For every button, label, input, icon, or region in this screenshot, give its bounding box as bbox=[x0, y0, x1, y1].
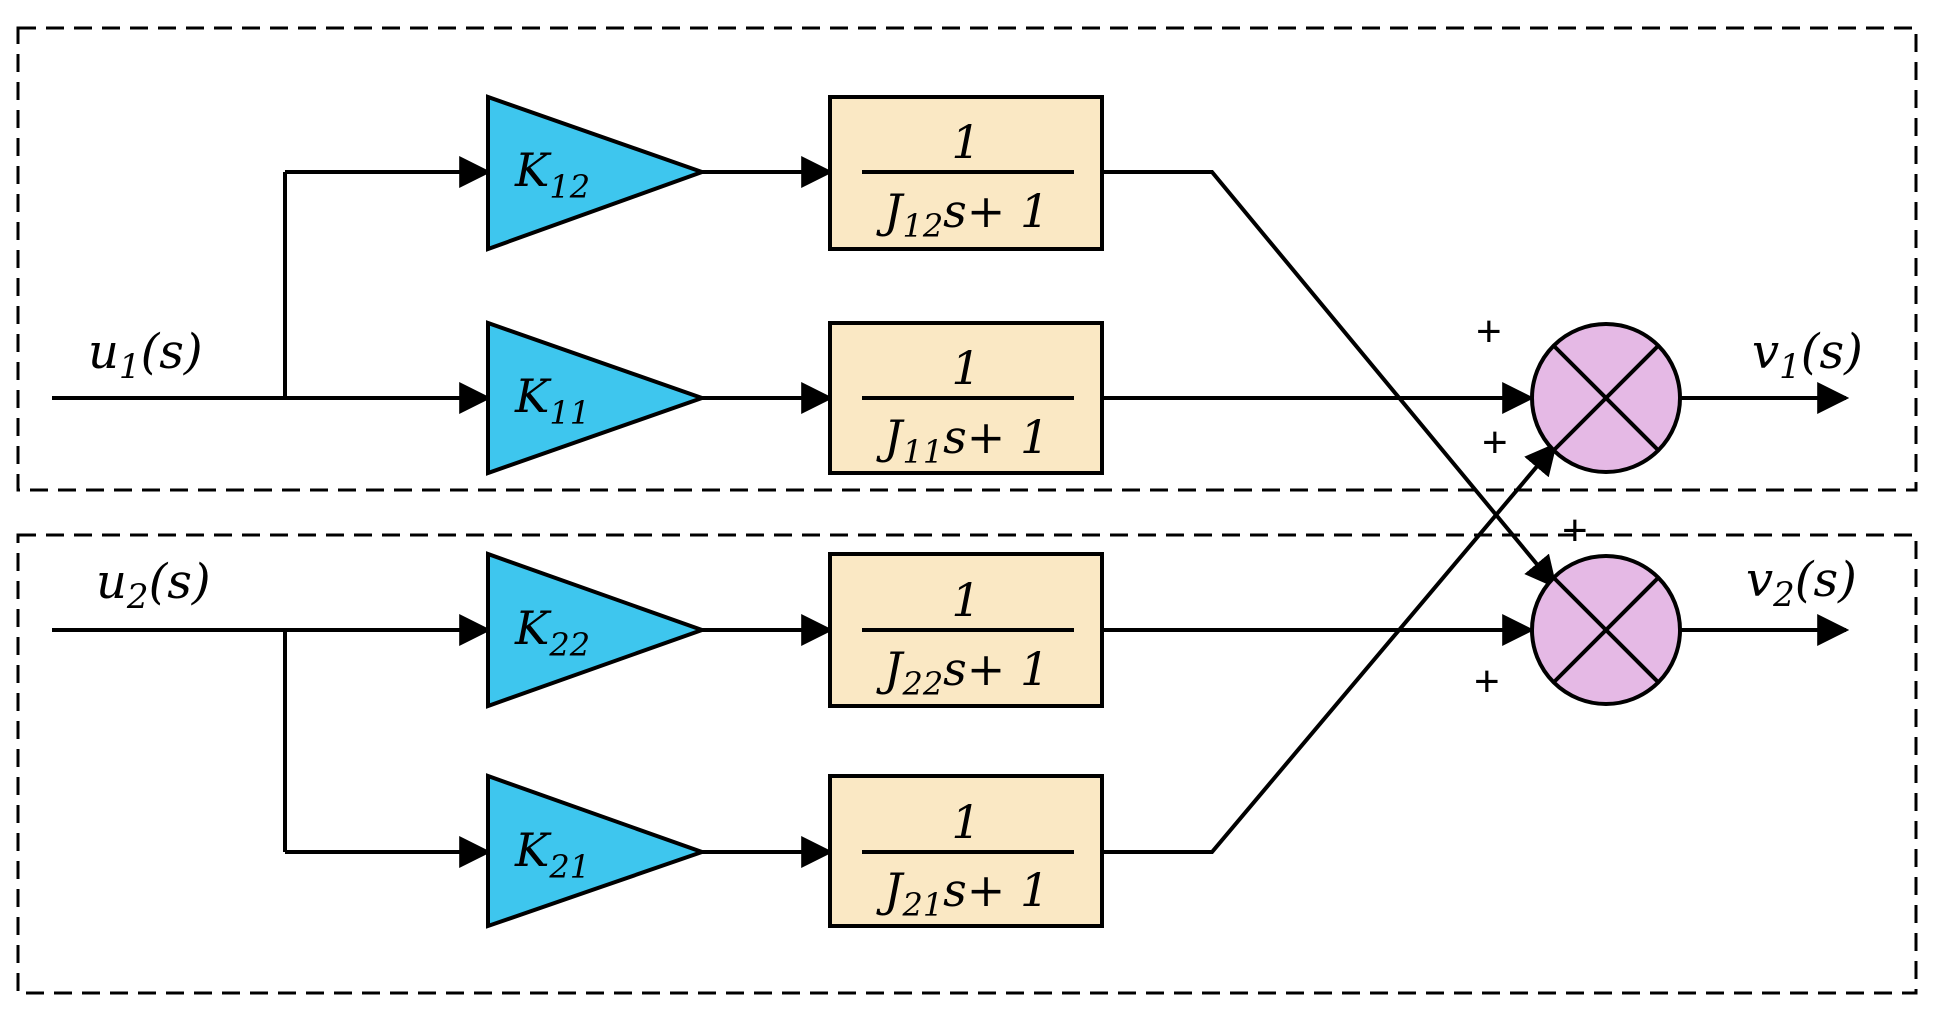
gain-triangle bbox=[486, 773, 709, 929]
gain-label: K22 bbox=[514, 601, 590, 664]
plus-sign: + bbox=[1476, 307, 1502, 356]
sum-cross-line bbox=[1552, 344, 1660, 452]
tf12-to-sum2-line bbox=[1102, 170, 1558, 589]
gain-triangle bbox=[486, 320, 709, 476]
tf-denominator: J11s+ 1 bbox=[876, 410, 1049, 471]
summing-junction-2: + + bbox=[1474, 506, 1682, 706]
gain-k11: K11 bbox=[486, 320, 709, 476]
subsystem-1-frame bbox=[16, 26, 1918, 492]
gain-k22: K22 bbox=[486, 551, 708, 709]
transfer-function-tf11: 1 J11s+ 1 bbox=[828, 321, 1104, 475]
gain-triangle bbox=[486, 551, 708, 709]
gain-label: K12 bbox=[514, 143, 590, 206]
plus-sign: + bbox=[1482, 418, 1508, 467]
gain-label: K11 bbox=[514, 369, 590, 432]
transfer-function-tf22: 1 J22s+ 1 bbox=[828, 552, 1104, 708]
plus-sign: + bbox=[1474, 657, 1500, 706]
gain-k12: K12 bbox=[486, 94, 708, 252]
summing-junction-1: + + bbox=[1476, 307, 1682, 474]
gain-label: K21 bbox=[514, 823, 590, 886]
output-label-v2: v2(s) bbox=[1746, 552, 1857, 615]
tf-numerator: 1 bbox=[951, 573, 980, 627]
tf-numerator: 1 bbox=[951, 795, 980, 849]
tf-denominator: J12s+ 1 bbox=[876, 184, 1049, 245]
output-label-v1: v1(s) bbox=[1752, 324, 1863, 387]
tf-denominator: J21s+ 1 bbox=[876, 863, 1049, 924]
tf-denominator: J22s+ 1 bbox=[876, 642, 1049, 703]
tf21-to-sum1-line bbox=[1102, 442, 1558, 854]
input-label-u2: u2(s) bbox=[96, 554, 211, 617]
gain-triangle bbox=[486, 94, 708, 252]
tf-numerator: 1 bbox=[951, 341, 980, 395]
tf-numerator: 1 bbox=[951, 115, 980, 169]
gain-k21: K21 bbox=[486, 773, 709, 929]
transfer-function-tf21: 1 J21s+ 1 bbox=[828, 774, 1104, 928]
transfer-function-tf12: 1 J12s+ 1 bbox=[828, 95, 1104, 251]
sum-cross-line bbox=[1552, 576, 1660, 684]
subsystem-2-frame bbox=[16, 533, 1918, 995]
plus-sign: + bbox=[1562, 506, 1588, 555]
input-label-u1: u1(s) bbox=[88, 324, 203, 387]
